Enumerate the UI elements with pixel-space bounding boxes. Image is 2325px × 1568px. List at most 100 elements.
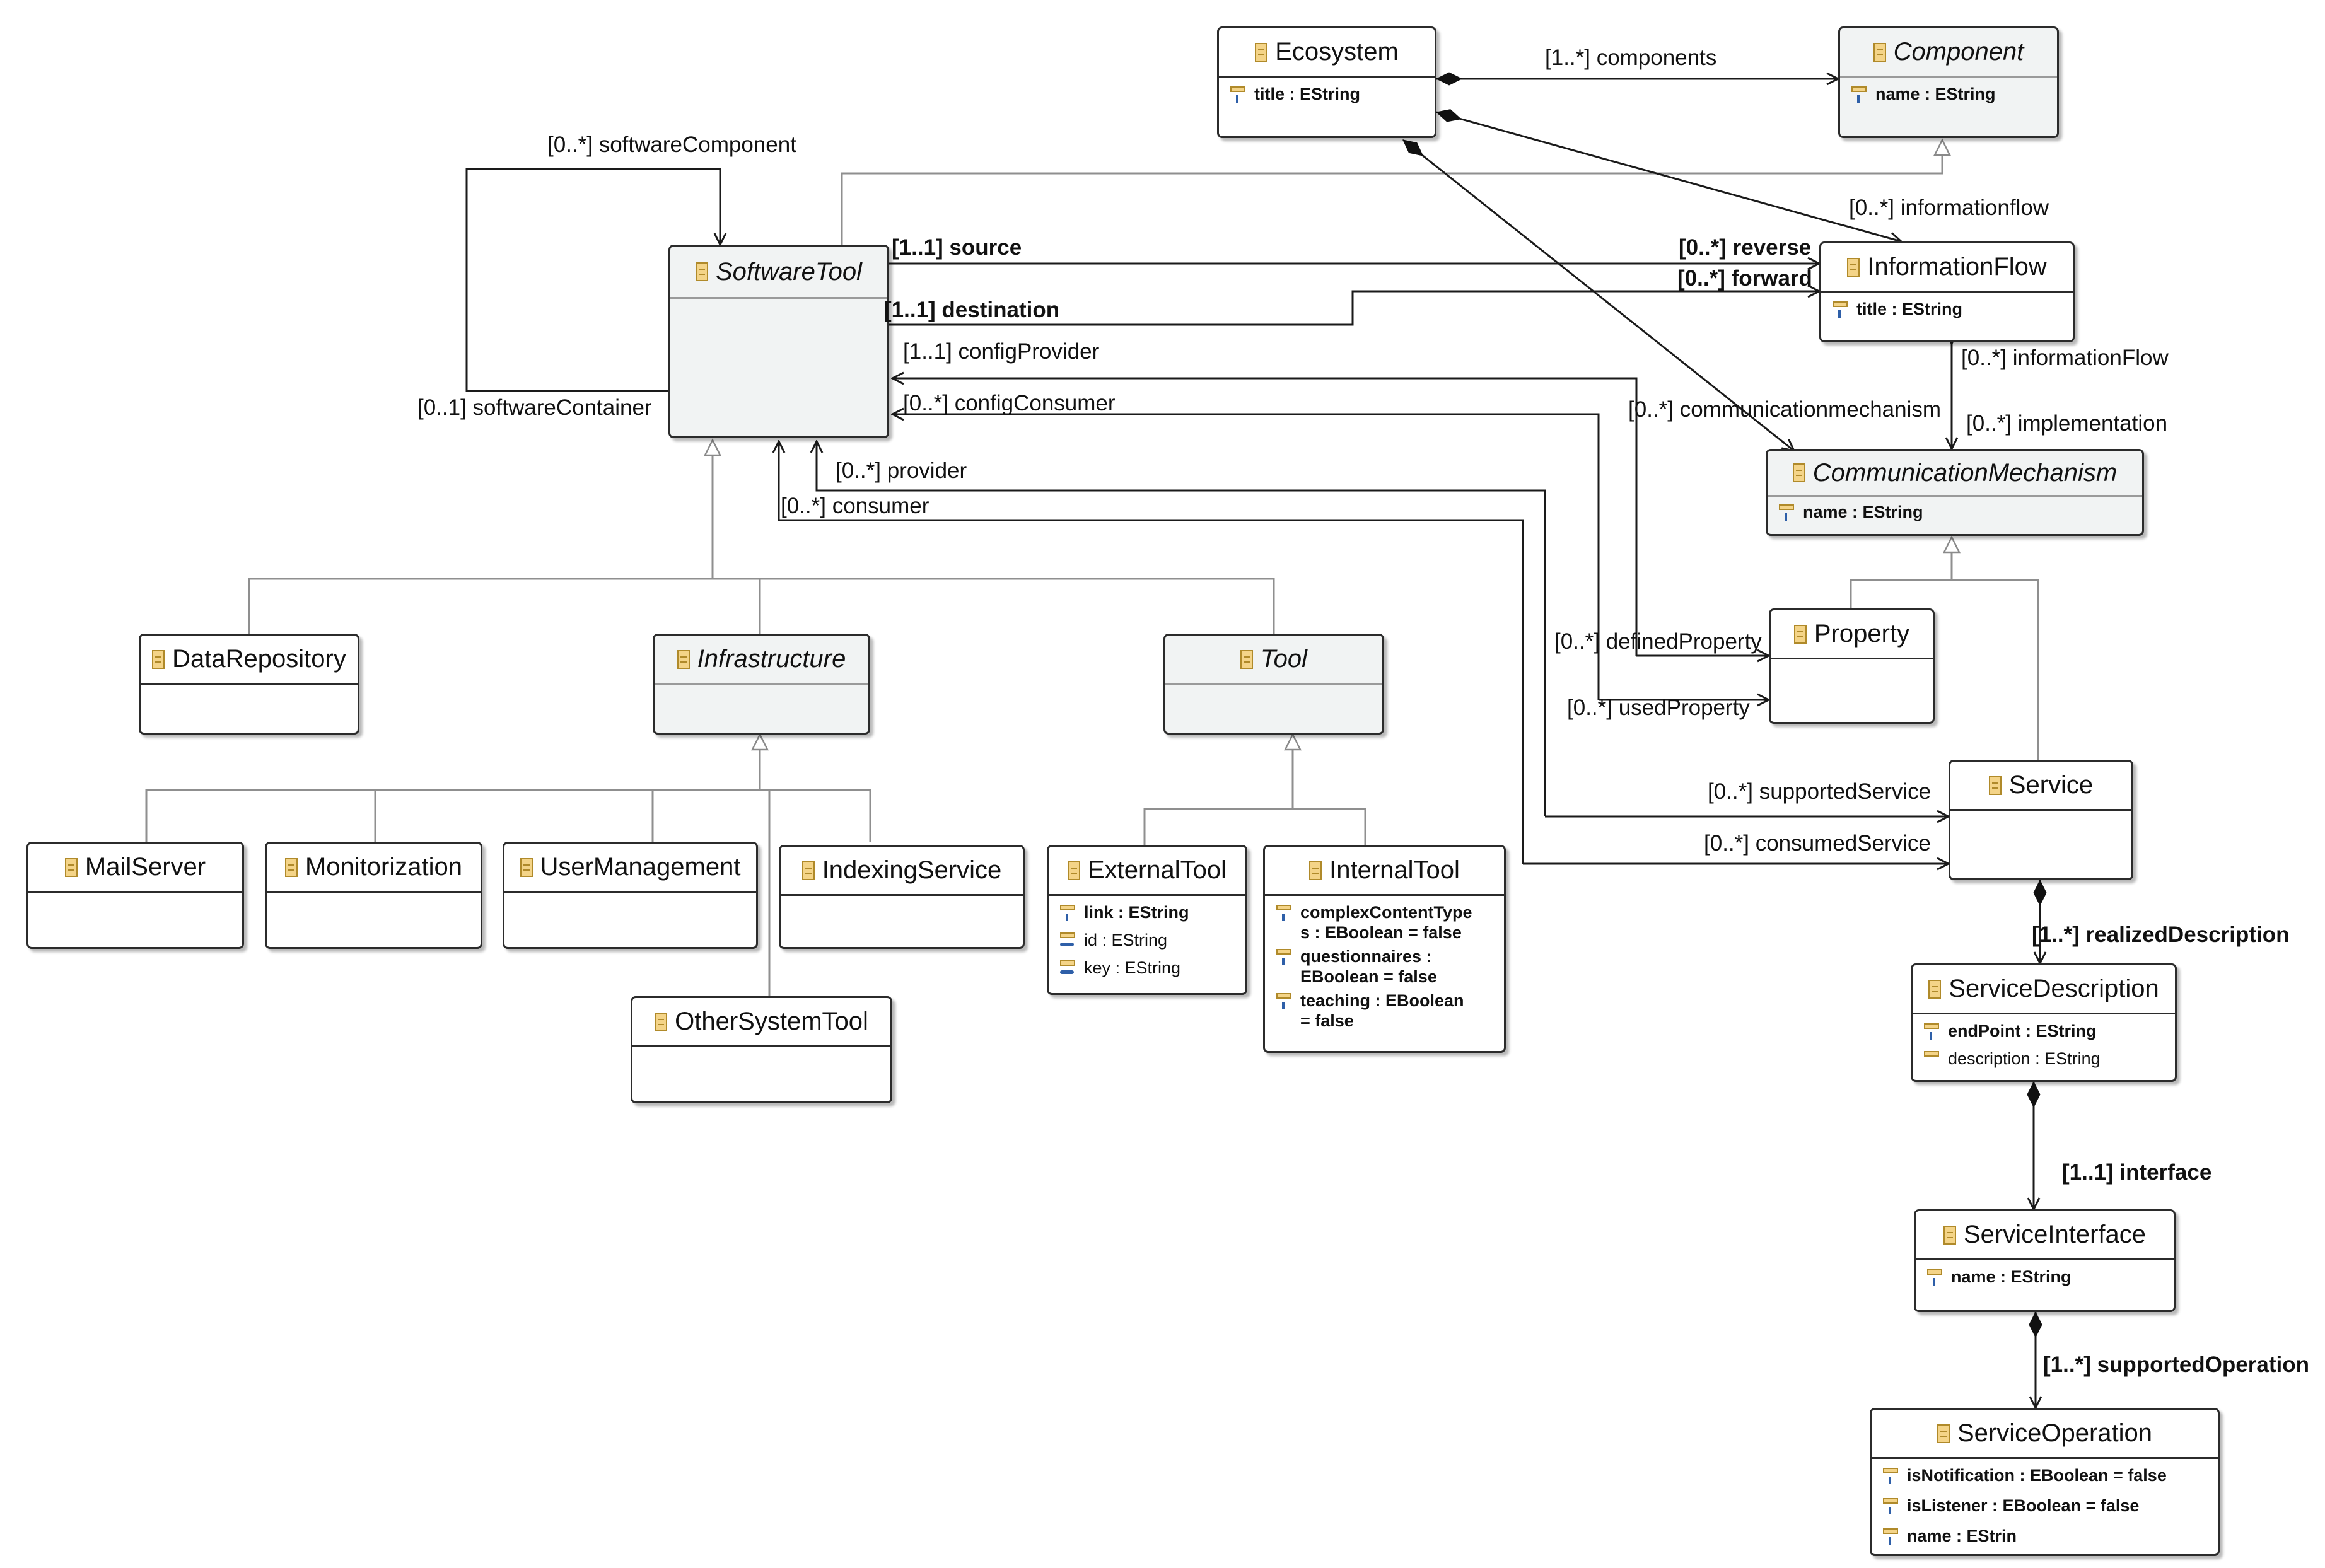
attribute-icon xyxy=(1883,1527,1899,1546)
attribute[interactable]: name : EString xyxy=(1779,502,2136,522)
class-icon xyxy=(284,857,298,877)
attribute[interactable]: questionnaires : EBoolean = false xyxy=(1276,946,1498,987)
class-icon xyxy=(64,857,78,877)
class-name: InformationFlow xyxy=(1867,253,2047,281)
inherit-tool-bus xyxy=(1143,808,1366,845)
attribute-icon xyxy=(1924,1022,1940,1041)
ref-consumer xyxy=(779,441,1524,864)
attribute-icon xyxy=(1276,992,1293,1011)
class-icon xyxy=(1067,861,1080,880)
class-name: IndexingService xyxy=(822,856,1002,884)
class-name: ServiceDescription xyxy=(1949,975,2159,1002)
class-icon xyxy=(1847,257,1860,277)
class-name: ServiceInterface xyxy=(1963,1221,2147,1248)
label-components: [1..*] components xyxy=(1545,45,1717,70)
label-supported-service: [0..*] supportedService xyxy=(1708,779,1932,804)
label-source: [1..1] source xyxy=(892,235,1022,260)
attribute-icon xyxy=(1883,1466,1899,1485)
class-softwaretool[interactable]: SoftwareTool xyxy=(668,245,889,438)
attribute[interactable]: name : EStrin xyxy=(1883,1526,2211,1546)
class-infrastructure[interactable]: Infrastructure xyxy=(653,634,870,735)
attribute[interactable]: isListener : EBoolean = false xyxy=(1883,1495,2211,1516)
class-service[interactable]: Service xyxy=(1949,760,2133,880)
class-icon xyxy=(152,649,165,669)
label-realized-description: [1..*] realizedDescription xyxy=(2032,922,2290,947)
attribute[interactable]: key : EString xyxy=(1060,958,1239,978)
class-monitorization[interactable]: Monitorization xyxy=(265,842,482,949)
label-implementation: [0..*] implementation xyxy=(1966,411,2168,436)
class-indexingservice[interactable]: IndexingService xyxy=(779,845,1025,949)
class-icon xyxy=(1943,1225,1956,1245)
attribute[interactable]: link : EString xyxy=(1060,902,1239,922)
class-usermanagement[interactable]: UserManagement xyxy=(503,842,758,949)
abstract-class-icon xyxy=(1240,649,1253,669)
attribute-icon xyxy=(1883,1497,1899,1516)
class-icon xyxy=(1928,979,1942,999)
abstract-class-icon xyxy=(1792,463,1805,482)
attribute[interactable]: name : EString xyxy=(1927,1267,2167,1287)
label-defined-property: [0..*] definedProperty xyxy=(1554,629,1762,654)
class-name: DataRepository xyxy=(172,645,346,673)
multivalued-attribute-icon xyxy=(1060,931,1076,950)
attribute[interactable]: description : EString xyxy=(1924,1048,2169,1069)
attribute[interactable]: title : EString xyxy=(1833,299,2066,319)
ref-provider xyxy=(817,441,1546,816)
inherit-commmech-bus xyxy=(1850,579,2039,760)
multivalued-attribute-icon xyxy=(1060,959,1076,978)
label-config-consumer: [0..*] configConsumer xyxy=(903,391,1116,415)
label-interface: [1..1] interface xyxy=(2062,1160,2212,1185)
attribute[interactable]: complexContentType s : EBoolean = false xyxy=(1276,902,1498,943)
class-ecosystem[interactable]: Ecosystem title : EString xyxy=(1217,26,1436,138)
class-icon xyxy=(1937,1424,1950,1443)
attribute[interactable]: title : EString xyxy=(1230,84,1428,104)
inherit-level2-bus xyxy=(145,789,871,842)
label-reverse: [0..*] reverse xyxy=(1679,235,1812,260)
class-mailserver[interactable]: MailServer xyxy=(26,842,244,949)
class-component[interactable]: Component name : EString xyxy=(1838,26,2059,138)
inherit-level1-bus xyxy=(248,578,1275,634)
attribute-icon xyxy=(1230,85,1247,104)
class-serviceinterface[interactable]: ServiceInterface name : EString xyxy=(1914,1209,2176,1312)
optional-attribute-icon xyxy=(1924,1050,1940,1069)
class-name: Component xyxy=(1893,38,2024,66)
class-property[interactable]: Property xyxy=(1769,608,1935,724)
class-name: SoftwareTool xyxy=(716,257,862,286)
class-name: CommunicationMechanism xyxy=(1812,458,2118,487)
class-internaltool[interactable]: InternalTool complexContentType s : EBoo… xyxy=(1263,845,1506,1053)
attribute-icon xyxy=(1276,948,1293,967)
attribute[interactable]: isNotification : EBoolean = false xyxy=(1883,1465,2211,1485)
attribute[interactable]: name : EString xyxy=(1851,84,2051,104)
label-informationflow-side: [0..*] informationFlow xyxy=(1961,346,2169,370)
class-tool[interactable]: Tool xyxy=(1163,634,1384,735)
class-externaltool[interactable]: ExternalTool link : EString id : EString… xyxy=(1047,845,1247,995)
attribute[interactable]: endPoint : EString xyxy=(1924,1021,2169,1041)
attribute[interactable]: id : EString xyxy=(1060,930,1239,950)
attribute-icon xyxy=(1276,903,1293,922)
class-name: Infrastructure xyxy=(697,645,846,673)
class-icon xyxy=(655,1012,668,1031)
attribute-icon xyxy=(1833,300,1849,319)
abstract-class-icon xyxy=(696,262,708,281)
class-communicationmechanism[interactable]: CommunicationMechanism name : EString xyxy=(1766,449,2144,536)
class-name: UserManagement xyxy=(540,853,741,881)
attribute-icon xyxy=(1779,503,1795,522)
attribute-icon xyxy=(1927,1268,1943,1287)
class-name: Tool xyxy=(1260,645,1308,673)
abstract-class-icon xyxy=(677,649,690,669)
class-icon xyxy=(1988,775,2002,795)
class-name: Service xyxy=(2008,771,2094,799)
class-servicedescription[interactable]: ServiceDescription endPoint : EString de… xyxy=(1911,963,2177,1082)
class-informationflow[interactable]: InformationFlow title : EString xyxy=(1819,241,2075,342)
class-icon xyxy=(801,861,815,880)
label-communicationmechanism: [0..*] communicationmechanism xyxy=(1628,397,1942,422)
class-datarepository[interactable]: DataRepository xyxy=(139,634,359,735)
label-used-property: [0..*] usedProperty xyxy=(1567,695,1750,720)
ref-config-consumer xyxy=(892,414,1600,700)
class-icon xyxy=(1255,42,1268,62)
class-name: ServiceOperation xyxy=(1957,1419,2153,1447)
attribute[interactable]: teaching : EBoolean = false xyxy=(1276,990,1498,1031)
attribute-icon xyxy=(1060,903,1076,922)
class-serviceoperation[interactable]: ServiceOperation isNotification : EBoole… xyxy=(1870,1408,2220,1556)
class-othersystemtool[interactable]: OtherSystemTool xyxy=(631,996,892,1103)
